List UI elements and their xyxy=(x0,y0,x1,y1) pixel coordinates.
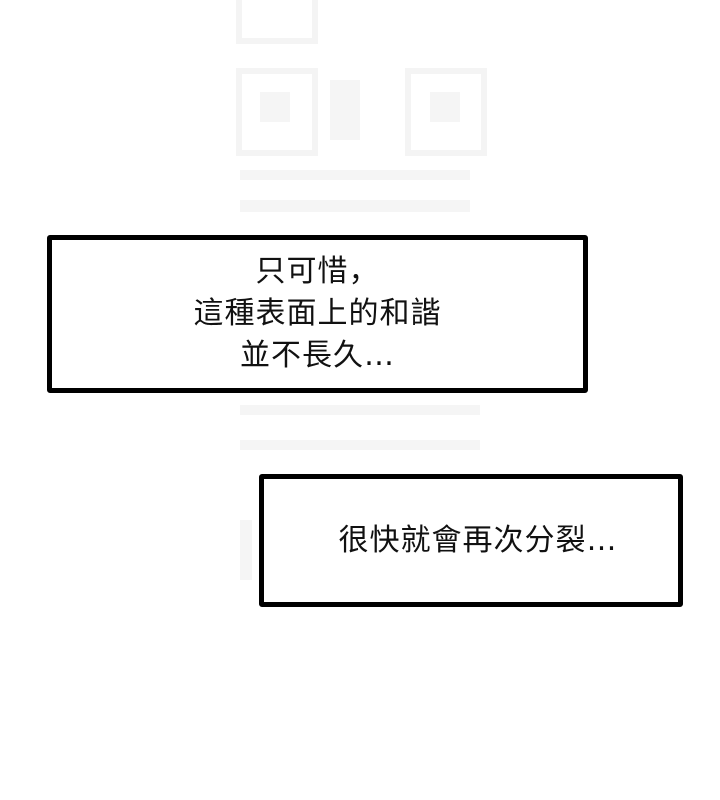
watermark-block xyxy=(240,200,470,212)
caption-line: 很快就會再次分裂… xyxy=(338,522,618,558)
watermark-square xyxy=(236,0,318,44)
caption-line: 並不長久… xyxy=(240,338,395,373)
watermark-square xyxy=(405,68,487,156)
caption-box-2: 很快就會再次分裂… xyxy=(259,474,683,607)
watermark-block xyxy=(240,405,480,415)
watermark-block xyxy=(330,80,360,140)
caption-line: 只可惜， xyxy=(255,254,380,289)
watermark-square xyxy=(236,68,318,156)
watermark-block xyxy=(240,440,480,450)
caption-box-1: 只可惜， 這種表面上的和諧 並不長久… xyxy=(47,235,588,393)
watermark-block xyxy=(240,170,470,180)
caption-line: 這種表面上的和諧 xyxy=(193,296,442,331)
watermark-block xyxy=(260,92,290,122)
watermark-block xyxy=(430,92,460,122)
watermark-block xyxy=(240,520,252,580)
